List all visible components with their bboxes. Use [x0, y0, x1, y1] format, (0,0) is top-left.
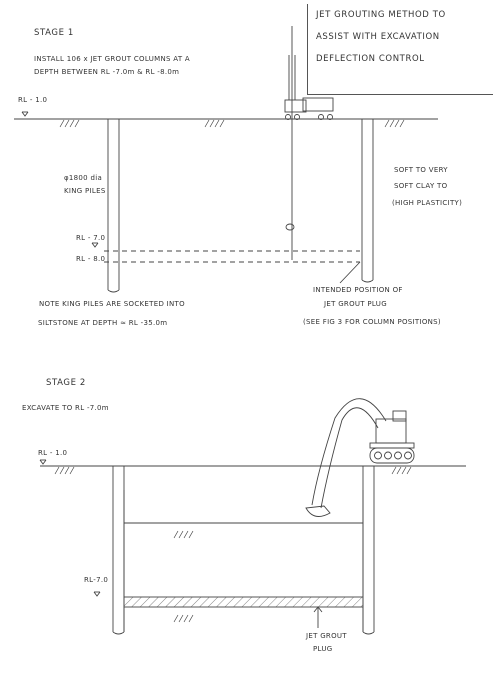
pile-label-king: KING PILES [64, 187, 106, 195]
excavator [305, 398, 415, 517]
stage1-rl7-label: RL - 7.0 [76, 234, 106, 242]
pile-label-dia: φ1800 dia [64, 174, 103, 182]
stage1-rl8-label: RL - 8.0 [76, 255, 106, 263]
intended-plug-pointer [339, 261, 361, 284]
stage2-king-pile-left [112, 466, 125, 635]
soil-desc-line3: (HIGH PLASTICITY) [392, 199, 463, 207]
stage2-rl-top-label: RL - 1.0 [38, 449, 68, 457]
stage1-note-line2: DEPTH BETWEEN RL -7.0m & RL -8.0m [34, 68, 180, 76]
plug-position-line1: INTENDED POSITION OF [313, 286, 403, 294]
king-pile-right [361, 119, 374, 283]
stage2-rl7-marker [93, 591, 101, 597]
jet-grout-plug-pointer [313, 606, 323, 628]
title-line-1: JET GROUTING METHOD TO [316, 10, 446, 20]
stage2-soil-hatch [54, 466, 412, 623]
stage1-note-line1: INSTALL 106 x JET GROUT COLUMNS AT A [34, 55, 191, 63]
stage2-note: EXCAVATE TO RL -7.0m [22, 404, 109, 412]
plug-position-line2: JET GROUT PLUG [324, 300, 387, 308]
king-pile-left [107, 119, 120, 293]
stage1-rl7-marker [91, 242, 99, 248]
stage2-heading: STAGE 2 [46, 378, 86, 388]
stage1-level-marker [21, 111, 29, 117]
soil-desc-line1: SOFT TO VERY [394, 166, 448, 174]
stage1-rl-top-label: RL - 1.0 [18, 96, 48, 104]
stage2-level-marker [39, 459, 47, 465]
title-box [307, 4, 493, 95]
stage2-king-pile-right [362, 466, 375, 635]
stage2-rl7-label: RL-7.0 [84, 576, 109, 584]
socket-note-line1: NOTE KING PILES ARE SOCKETED INTO [39, 300, 185, 308]
stage1-soil-hatch [59, 119, 405, 128]
title-line-2: ASSIST WITH EXCAVATION [316, 32, 440, 42]
jet-grout-rig [284, 26, 334, 260]
soil-desc-line2: SOFT CLAY TO [394, 182, 448, 190]
jet-grout-plug-label-1: JET GROUT [306, 632, 347, 640]
title-line-3: DEFLECTION CONTROL [316, 54, 425, 64]
jet-grout-plug-label-2: PLUG [313, 645, 333, 653]
stage2-inner-wall-lines [123, 490, 364, 632]
plug-position-line3: (SEE FIG 3 FOR COLUMN POSITIONS) [303, 318, 441, 326]
socket-note-line2: SILTSTONE AT DEPTH ≈ RL -35.0m [38, 319, 168, 327]
stage1-heading: STAGE 1 [34, 28, 74, 38]
jet-grout-plug-layer [123, 596, 364, 608]
